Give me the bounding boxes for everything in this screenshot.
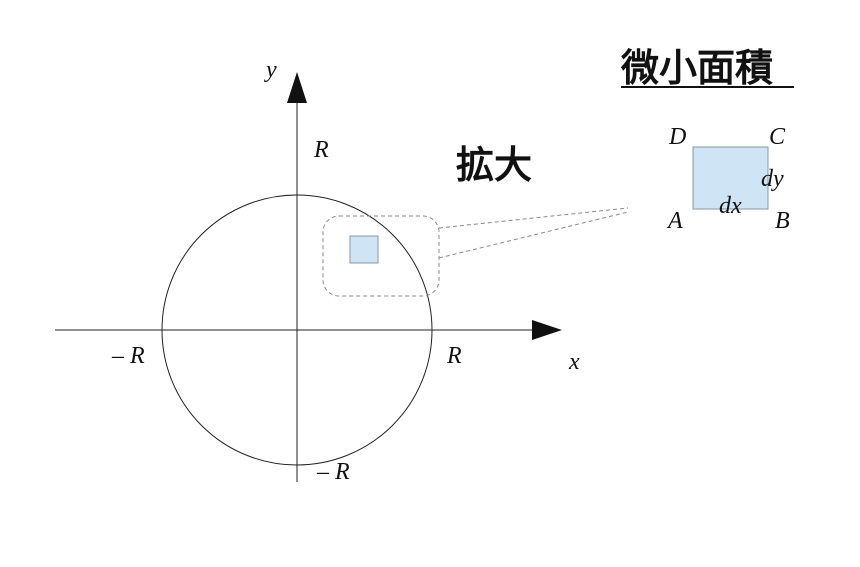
- dy-label: dy: [761, 166, 784, 192]
- dx-label: dx: [719, 193, 742, 219]
- zoom-guide-top: [438, 207, 629, 229]
- x-pos-tick-label: R: [447, 343, 462, 369]
- x-neg-tick-label: – R: [112, 343, 145, 369]
- corner-label-c: C: [769, 124, 786, 150]
- y-pos-tick-label: R: [314, 137, 329, 163]
- y-neg-tick-label: – R: [317, 459, 350, 485]
- zoom-region: [322, 215, 440, 297]
- y-axis-arrow: [287, 72, 307, 103]
- y-axis-label: y: [266, 57, 277, 83]
- corner-label-b: B: [775, 208, 790, 234]
- diagram-title: 微小面積: [621, 46, 774, 90]
- zoom-guide-bottom: [438, 211, 629, 259]
- corner-label-d: D: [669, 124, 687, 150]
- small-area-element: [349, 235, 379, 264]
- zoom-label: 拡大: [456, 143, 533, 187]
- corner-label-a: A: [668, 208, 683, 234]
- x-axis-label: x: [569, 349, 580, 375]
- x-axis-arrow: [532, 320, 562, 340]
- enlarged-area-element: [692, 146, 769, 210]
